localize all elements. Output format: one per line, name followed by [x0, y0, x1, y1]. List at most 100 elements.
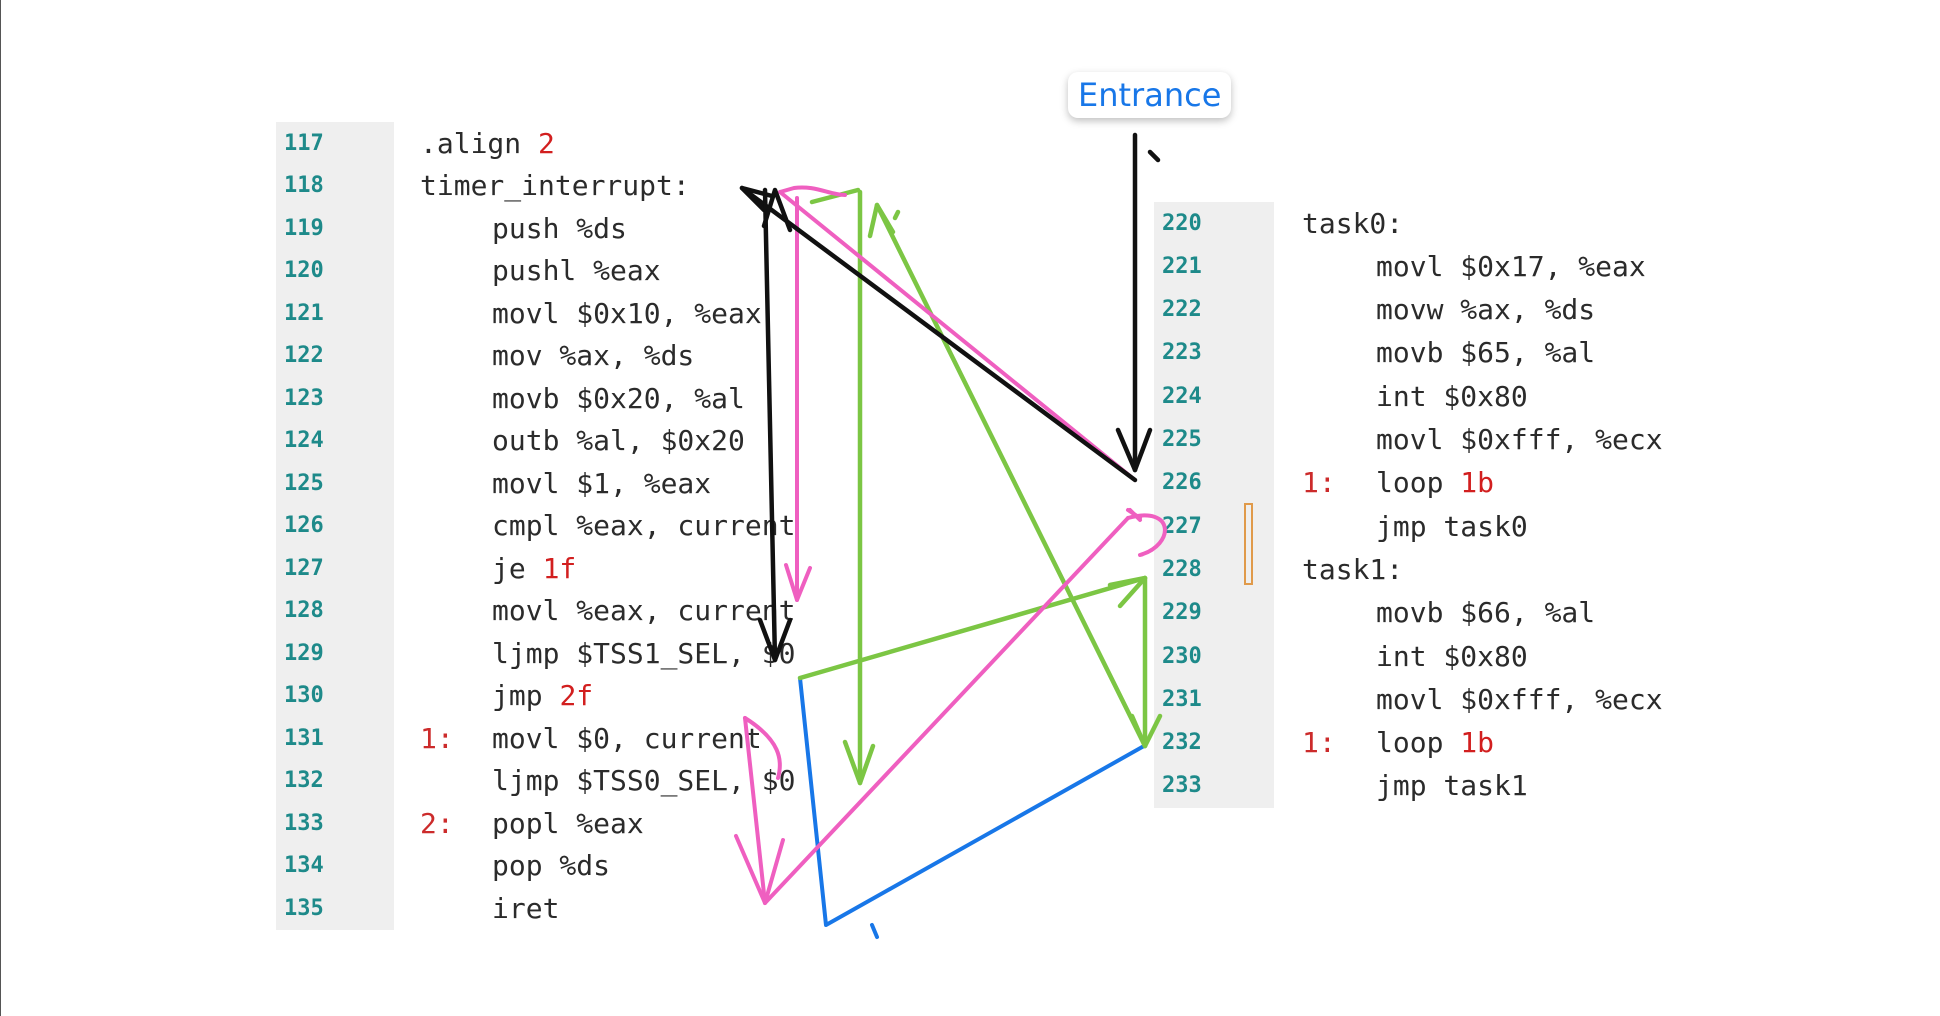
code-label: 1:	[1302, 466, 1336, 500]
code-text: movl $1, %eax	[492, 467, 711, 500]
line-number: 129	[284, 640, 324, 666]
code-line: 229 movb $66, %al	[1154, 592, 1714, 634]
line-number: 131	[284, 725, 324, 751]
code-line: 133 2: popl %eax	[276, 802, 856, 844]
line-number: 135	[284, 895, 324, 921]
code-instruction: movl $0xfff, %ecx	[1376, 682, 1663, 716]
code-instruction: movb $66, %al	[1376, 596, 1596, 630]
code-text: timer_interrupt:	[420, 169, 690, 202]
code-text: task0:	[1302, 207, 1403, 240]
code-line: 123 movb $0x20, %al	[276, 377, 856, 419]
code-instruction: pushl %eax	[492, 254, 661, 287]
line-number: 134	[284, 853, 324, 878]
code-instruction: jmp task1	[1376, 769, 1528, 803]
line-number: 230	[1162, 643, 1202, 669]
code-text: loop 1b	[1376, 726, 1494, 759]
code-instruction: popl %eax	[492, 806, 644, 840]
code-instruction: jmp task0	[1376, 509, 1528, 543]
code-instruction: movl $0, current	[492, 721, 762, 755]
code-instruction: cmpl %eax, current	[492, 509, 796, 542]
line-number: 123	[284, 385, 324, 411]
code-text: popl %eax	[492, 807, 644, 840]
code-instruction: mov %ax, %ds	[492, 339, 695, 372]
code-text: jmp 2f	[492, 679, 593, 712]
code-instruction: task0:	[1302, 206, 1404, 240]
line-number: 220	[1162, 210, 1202, 236]
code-text: movl $0xfff, %ecx	[1376, 683, 1663, 716]
code-label-ref: 1b	[1460, 466, 1495, 500]
line-number: 119	[284, 215, 324, 241]
code-line: 117.align 2	[276, 122, 856, 164]
pink-path	[734, 185, 1167, 905]
code-line: 128 movl %eax, current	[276, 590, 856, 632]
code-text: movw %ax, %ds	[1376, 293, 1595, 326]
line-number: 126	[284, 513, 324, 538]
code-line: 127 je 1f	[276, 547, 856, 589]
code-text: movl $0x10, %eax	[492, 297, 762, 330]
blue-path	[798, 676, 1146, 939]
code-instruction: movl $1, %eax	[492, 466, 712, 500]
code-label-ref: 1f	[542, 551, 577, 585]
code-instruction: movb $0x20, %al	[492, 381, 745, 415]
line-number: 232	[1162, 730, 1202, 756]
right-gutter	[1154, 202, 1274, 808]
line-number: 121	[284, 300, 324, 326]
code-instruction: int $0x80	[1376, 639, 1528, 673]
code-text: task1:	[1302, 553, 1403, 586]
code-text: cmpl %eax, current	[492, 509, 795, 542]
code-line: 222 movw %ax, %ds	[1154, 289, 1714, 331]
code-text: movl $0, current	[492, 722, 762, 755]
line-number: 124	[284, 428, 324, 453]
line-number: 229	[1162, 600, 1202, 626]
code-line: 124 outb %al, $0x20	[276, 420, 856, 462]
code-line: 227 jmp task0	[1154, 505, 1714, 547]
code-text: loop 1b	[1376, 466, 1494, 499]
code-label: 1:	[1302, 726, 1336, 760]
line-number: 133	[284, 810, 324, 836]
line-number: 222	[1162, 297, 1202, 323]
entrance-label: Entrance	[1068, 72, 1232, 118]
code-line: 220 task0:	[1154, 202, 1714, 244]
code-text: pushl %eax	[492, 254, 661, 287]
code-text: push %ds	[492, 212, 627, 245]
code-label-ref: 1b	[1460, 726, 1495, 760]
line-number: 125	[284, 470, 324, 496]
code-instruction: outb %al, $0x20	[492, 424, 745, 457]
code-instruction: task1:	[1302, 552, 1404, 586]
code-instruction: movl $0x17, %eax	[1376, 249, 1646, 283]
line-number: 128	[284, 598, 324, 623]
code-line: 121 movl $0x10, %eax	[276, 292, 856, 334]
line-number: 231	[1162, 686, 1202, 712]
code-instruction: movl %eax, current	[492, 594, 796, 627]
frame-border	[0, 0, 1, 1016]
code-text: movb $0x20, %al	[492, 382, 745, 415]
line-number: 122	[284, 343, 324, 368]
code-instruction: pop %ds	[492, 849, 611, 882]
line-number: 127	[284, 555, 324, 581]
line-number: 225	[1162, 427, 1202, 452]
code-label: 2:	[420, 806, 454, 840]
code-label-ref: 2f	[559, 679, 594, 712]
green-path	[797, 187, 1163, 786]
line-number: 120	[284, 258, 324, 283]
code-text: je 1f	[492, 552, 576, 585]
code-line: 230 int $0x80	[1154, 635, 1714, 677]
code-instruction: movl $0xfff, %ecx	[1376, 423, 1663, 456]
code-instruction: loop	[1376, 466, 1461, 500]
line-number: 227	[1162, 513, 1202, 539]
code-instruction: loop	[1376, 726, 1461, 760]
code-line: 120 pushl %eax	[276, 250, 856, 292]
line-number: 233	[1162, 773, 1202, 799]
code-line: 225 movl $0xfff, %ecx	[1154, 419, 1714, 461]
line-number: 132	[284, 768, 324, 793]
code-instruction: je	[492, 551, 543, 585]
code-instruction: .align	[420, 126, 539, 160]
